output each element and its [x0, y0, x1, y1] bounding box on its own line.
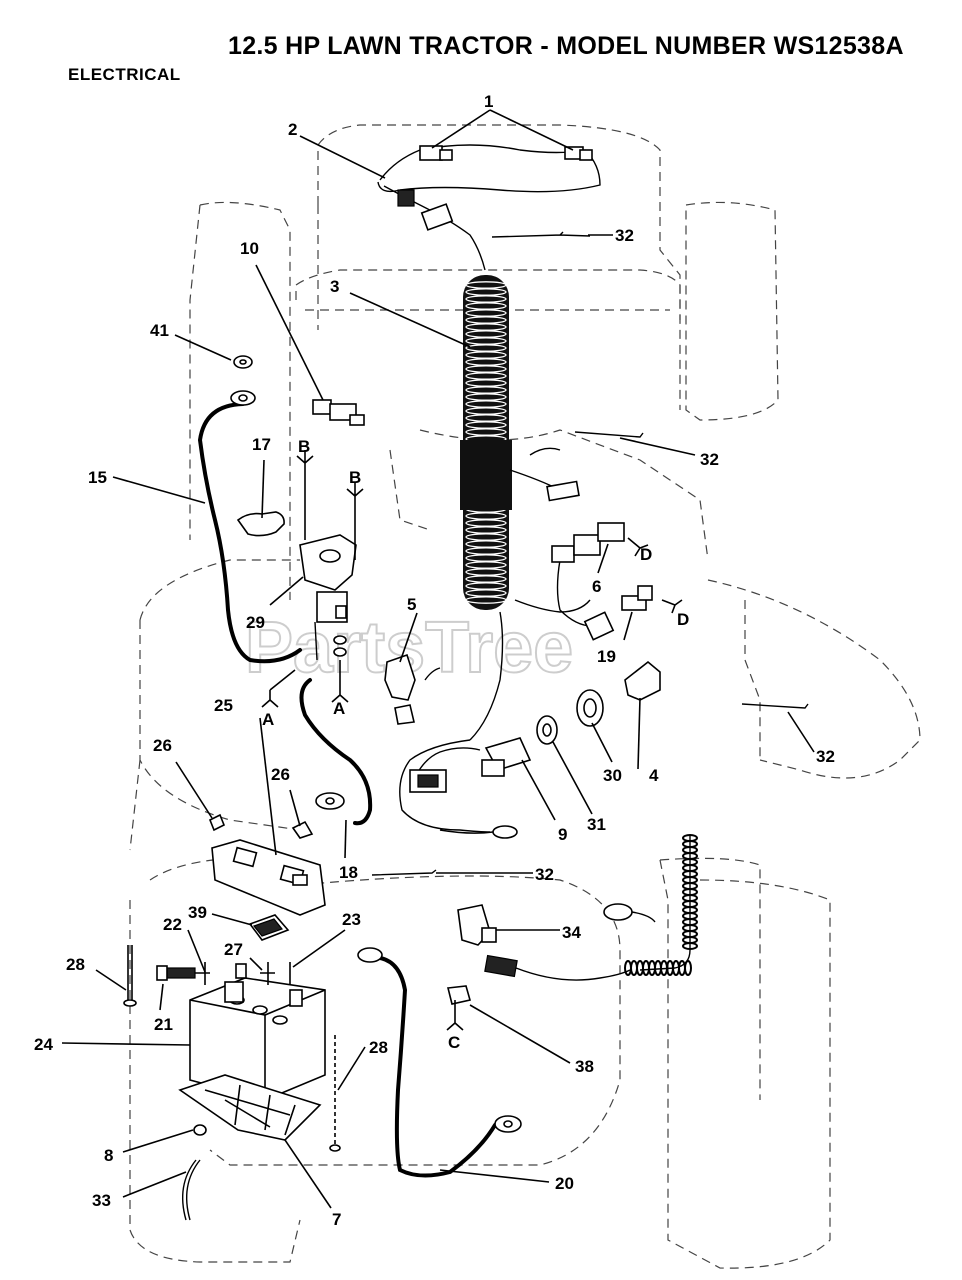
callout-8: 8 — [104, 1146, 113, 1165]
callout-5: 5 — [407, 595, 416, 614]
coiled-ground-cable — [603, 834, 698, 976]
callout-27: 27 — [224, 940, 243, 959]
page-title: 12.5 HP LAWN TRACTOR - MODEL NUMBER WS12… — [228, 32, 904, 60]
callout-6: 6 — [592, 577, 601, 596]
ground-bracket-38 — [447, 985, 472, 1005]
terminal-boot-17 — [236, 511, 285, 537]
tractor-outline — [129, 124, 921, 1269]
callout-4: 4 — [649, 766, 659, 785]
wingnut-26a — [208, 813, 226, 832]
connector-plug — [397, 189, 415, 207]
callout-9: 9 — [558, 825, 567, 844]
drain-tube-33 — [181, 1159, 201, 1221]
callout-24: 24 — [34, 1035, 53, 1054]
callout-10: 10 — [240, 239, 259, 258]
battery-hold-down-25 — [211, 839, 326, 916]
callout-38: 38 — [575, 1057, 594, 1076]
callout-23: 23 — [342, 910, 361, 929]
conduit-loom — [460, 275, 512, 610]
connector-b-1: B — [298, 437, 310, 456]
callout-34: 34 — [562, 923, 581, 942]
switch-part — [624, 660, 661, 701]
callout-32d: 32 — [535, 865, 554, 884]
connector-b-2: B — [349, 468, 361, 487]
callout-21: 21 — [154, 1015, 173, 1034]
callout-17: 17 — [252, 435, 271, 454]
leader-lines — [61, 109, 815, 1209]
callout-3: 3 — [330, 277, 339, 296]
callout-22: 22 — [163, 915, 182, 934]
battery-cable-15 — [197, 402, 302, 664]
connector-a-1: A — [262, 710, 274, 729]
wire-clip-parts — [371, 231, 809, 876]
callout-39: 39 — [188, 903, 207, 922]
callout-31: 31 — [587, 815, 606, 834]
callout-25: 25 — [214, 696, 233, 715]
callout-19: 19 — [597, 647, 616, 666]
callout-18: 18 — [339, 863, 358, 882]
connector-c-1: C — [448, 1033, 460, 1052]
connector-letters: B B A A D D C — [262, 437, 689, 1052]
battery-cable-18 — [299, 678, 373, 826]
callout-26b: 26 — [271, 765, 290, 784]
battery-24 — [189, 977, 326, 1101]
headlight-bulb-left — [419, 145, 443, 161]
callout-7: 7 — [332, 1210, 341, 1229]
callout-28a: 28 — [66, 955, 85, 974]
harness-right-branch — [469, 447, 653, 741]
wingnut-26b — [291, 820, 314, 839]
section-label: ELECTRICAL — [68, 65, 181, 84]
callout-32c: 32 — [816, 747, 835, 766]
battery-cable-20 — [378, 956, 497, 1178]
battery-tray-7 — [178, 1074, 322, 1141]
callout-32b: 32 — [700, 450, 719, 469]
callout-26a: 26 — [153, 736, 172, 755]
callout-41: 41 — [150, 321, 169, 340]
switch-bracket-part — [384, 653, 416, 701]
wiring-harness-top — [377, 144, 601, 271]
callout-1: 1 — [484, 92, 493, 111]
solenoid-assembly — [299, 534, 357, 661]
callout-33: 33 — [92, 1191, 111, 1210]
ignition-switch-assembly — [399, 737, 532, 839]
callout-numbers: 1 2 3 32 10 41 17 15 32 6 29 5 19 25 26 … — [34, 92, 835, 1229]
relay-34 — [457, 904, 631, 981]
callout-20: 20 — [555, 1174, 574, 1193]
callout-2: 2 — [288, 120, 297, 139]
callout-15: 15 — [88, 468, 107, 487]
connector-a-2: A — [333, 699, 345, 718]
callout-30: 30 — [603, 766, 622, 785]
nut-8 — [193, 1124, 207, 1136]
callout-28b: 28 — [369, 1038, 388, 1057]
connector-d-1: D — [640, 545, 652, 564]
connector-markers — [261, 450, 683, 1031]
callout-29: 29 — [246, 613, 265, 632]
connector-d-2: D — [677, 610, 689, 629]
bolt-21 — [164, 967, 196, 979]
connector-10 — [312, 399, 332, 415]
callout-32a: 32 — [615, 226, 634, 245]
